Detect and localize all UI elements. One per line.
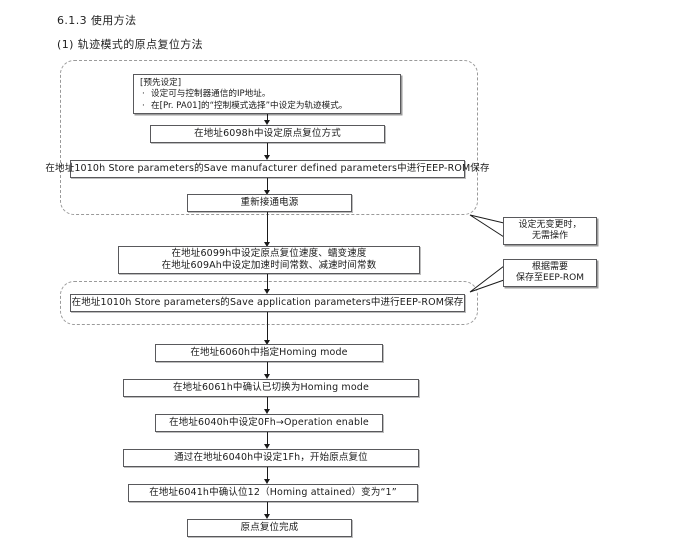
callout-save-line1: 根据需要 (531, 261, 568, 272)
flow-node-save-manufacturer-params: 在地址1010h Store parameters的Save manufactu… (45, 160, 489, 178)
preset-settings-box: [预先设定] ·设定可与控制器通信的IP地址。 ·在[Pr. PA01]的“控制… (133, 74, 401, 114)
connector-line (267, 312, 268, 342)
connector-arrow (263, 479, 270, 484)
preset-item-1: ·在[Pr. PA01]的“控制模式选择”中设定为轨迹模式。 (142, 100, 348, 111)
connector-line (267, 143, 268, 156)
flow-node-confirm-homing-mode: 在地址6061h中确认已切换为Homing mode (123, 379, 419, 397)
connector-line (267, 467, 268, 480)
connector-arrow (263, 514, 270, 519)
flow-node-set-speeds: 在地址6099h中设定原点复位速度、蠕变速度 在地址609Ah中设定加速时间常数… (118, 246, 420, 274)
connector-line (267, 114, 268, 123)
connector-arrow (263, 120, 270, 125)
connector-line (267, 432, 268, 445)
flow-node-set-speeds-line2: 在地址609Ah中设定加速时间常数、减速时间常数 (161, 260, 377, 271)
dashed-region-eeprom-save (60, 281, 478, 325)
callout-no-change-line2: 无需操作 (531, 231, 568, 241)
connector-arrow (263, 242, 270, 247)
flow-node-power-cycle: 重新接通电源 (187, 194, 352, 212)
connector-line (267, 362, 268, 375)
connector-line (267, 397, 268, 410)
callout-save-line2: 保存至EEP-ROM (516, 273, 584, 283)
flow-node-save-application-params: 在地址1010h Store parameters的Save applicati… (70, 294, 465, 312)
callout-no-change-line1: 设定无变更时， (518, 219, 582, 230)
connector-arrow (263, 444, 270, 449)
connector-arrow (263, 340, 270, 345)
flow-node-start-homing: 通过在地址6040h中设定1Fh，开始原点复位 (123, 449, 419, 467)
flow-node-confirm-homing-attained: 在地址6041h中确认位12（Homing attained）变为“1” (128, 484, 418, 502)
flow-node-set-operation-enable: 在地址6040h中设定0Fh→Operation enable (155, 414, 383, 432)
connector-arrow (263, 190, 270, 195)
connector-arrow (263, 409, 270, 414)
flow-node-set-speeds-line1: 在地址6099h中设定原点复位速度、蠕变速度 (171, 248, 367, 259)
connector-line (267, 212, 268, 244)
connector-arrow (263, 289, 270, 294)
callout-save-as-needed-note: 根据需要 保存至EEP-ROM (503, 259, 597, 287)
dashed-region-initial-setup (60, 60, 478, 215)
connector-line (267, 274, 268, 291)
preset-item-0: ·设定可与控制器通信的IP地址。 (142, 89, 271, 100)
connector-line (267, 502, 268, 515)
connector-line (267, 178, 268, 191)
subsection-title: (1) 轨迹模式的原点复位方法 (57, 38, 204, 51)
callout-no-change-note: 设定无变更时， 无需操作 (503, 217, 597, 245)
page-title: 6.1.3 使用方法 (57, 14, 137, 27)
flow-node-homing-complete: 原点复位完成 (187, 519, 352, 537)
flow-node-set-homing-method: 在地址6098h中设定原点复位方式 (150, 125, 385, 143)
connector-arrow (263, 155, 270, 160)
preset-title: [预先设定] (140, 78, 182, 88)
connector-arrow (263, 374, 270, 379)
flow-node-specify-homing-mode: 在地址6060h中指定Homing mode (155, 344, 383, 362)
